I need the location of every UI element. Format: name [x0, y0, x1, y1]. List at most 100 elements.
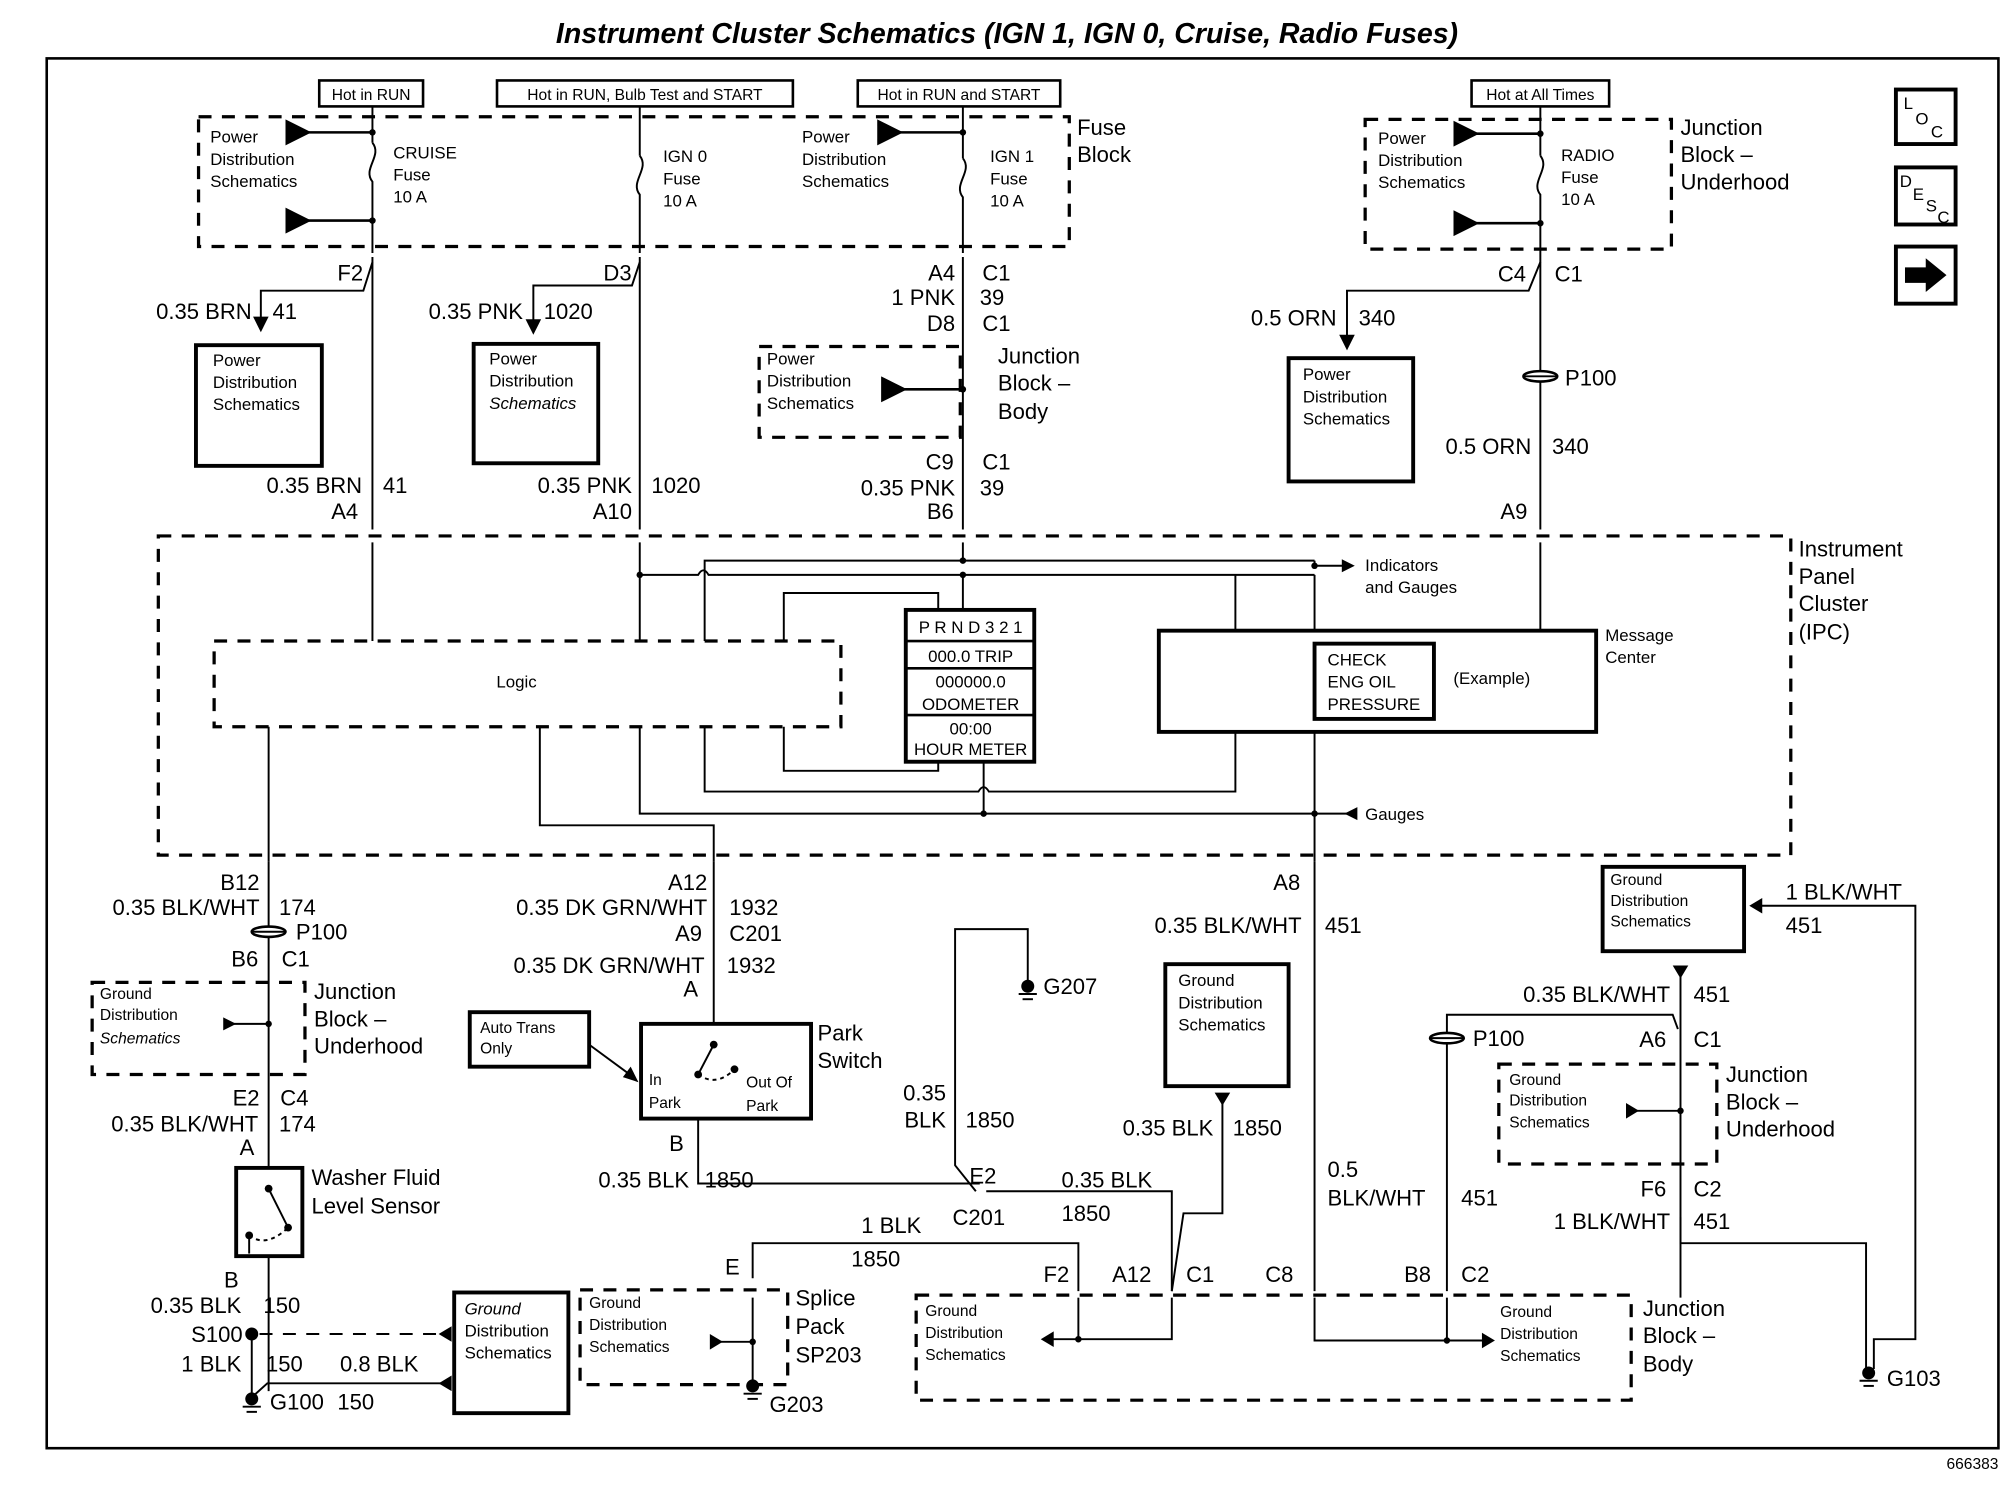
logic-block [212, 639, 843, 729]
message-line-1: CHECK [1328, 651, 1388, 670]
jbb2-term-b8: B8 [1404, 1262, 1431, 1287]
jb-body-bottom [914, 1293, 1633, 1402]
cruise-fuse-word: Fuse [393, 165, 430, 184]
c1020-term-a10: A10 [593, 499, 632, 524]
c201-wire-2: 0.35 BLK [1062, 1167, 1153, 1192]
pds-340-line1: Power [1303, 365, 1351, 384]
c41-term-f2: F2 [337, 260, 363, 285]
washer-wire-2: 0.35 BLK/WHT [111, 1112, 258, 1137]
message-line-2: ENG OIL [1328, 673, 1396, 692]
washer-num-1: 174 [279, 895, 316, 920]
c451-term-f6: F6 [1640, 1176, 1666, 1201]
gds-sp203-line2: Distribution [589, 1317, 667, 1334]
circuit-451-wiring [1313, 861, 1917, 1370]
washer-conn-c1: C1 [282, 947, 310, 972]
park-switch-label-2: Switch [818, 1048, 883, 1073]
c340-num-2: 340 [1552, 434, 1589, 459]
right-arrow-icon [1904, 258, 1947, 292]
c451-wire-5: 0.35 BLK/WHT [1523, 982, 1670, 1007]
message-line-3: PRESSURE [1328, 695, 1421, 714]
jbb2-conn-c8: C8 [1265, 1262, 1293, 1287]
g207-num-1: 1850 [965, 1108, 1014, 1133]
washer-sensor-label-2: Level Sensor [311, 1193, 440, 1218]
c1020-wire-color-2: 0.35 PNK [538, 473, 633, 498]
gds-sp203-line3: Schematics [589, 1339, 670, 1356]
washer-num-5: 150 [337, 1389, 374, 1414]
next-button[interactable] [1893, 244, 1958, 306]
radio-jb-label-3: Underhood [1680, 169, 1789, 194]
pds-box-340 [1286, 356, 1416, 484]
gds-jbu1-line1: Ground [100, 986, 152, 1003]
out-park-label-1: Out Of [746, 1074, 793, 1091]
gds1850-wire: 0.35 BLK [1123, 1115, 1214, 1140]
ground-g100 [242, 1392, 261, 1413]
pds-41-line3: Schematics [213, 395, 300, 414]
gds-jbb2a-line1: Ground [925, 1303, 977, 1320]
pds-fb2-line1: Power [802, 128, 850, 147]
c340-splice-p100: P100 [1565, 365, 1617, 390]
ign1-fuse [877, 106, 967, 254]
jb-body-top [757, 344, 962, 439]
c1020-term-d3: D3 [603, 260, 631, 285]
washer-jb-label-2: Block – [314, 1006, 387, 1031]
ign1-fuse-name: IGN 1 [990, 147, 1034, 166]
gds-jbu1-line3: Schematics [100, 1030, 181, 1047]
jb-underhood-washer [90, 980, 307, 1077]
ign0-fuse-rating: 10 A [663, 191, 698, 210]
diagram-title: Instrument Cluster Schematics (IGN 1, IG… [556, 18, 1458, 50]
pds-jbb-line1: Power [767, 350, 815, 369]
c39-term-b6: B6 [927, 499, 954, 524]
loc-button[interactable]: L O C [1893, 87, 1958, 146]
gds-box-1850 [1163, 962, 1291, 1089]
gds-451-line3: Schematics [1610, 914, 1691, 931]
cruise-fuse-rating: 10 A [393, 187, 428, 206]
desc-letter-c: C [1937, 208, 1949, 227]
c451-num-6: 451 [1693, 1209, 1730, 1234]
sp203-term-e: E [725, 1254, 740, 1279]
c451-wire-1: 0.35 BLK/WHT [1155, 913, 1302, 938]
pds-rb-line2: Distribution [1378, 151, 1462, 170]
g207-wire-1b: BLK [904, 1108, 946, 1133]
ground-g103-label: G103 [1887, 1366, 1941, 1391]
gds-g100-line3: Schematics [465, 1344, 552, 1363]
washer-num-2: 174 [279, 1112, 316, 1137]
radio-junction-block [1363, 117, 1674, 251]
park-num-2: 1932 [727, 953, 776, 978]
park-wire-1: 0.35 DK GRN/WHT [516, 895, 707, 920]
ipc-label-2: Panel [1799, 564, 1855, 589]
auto-trans-note [467, 1010, 592, 1069]
c1020-num-2: 1020 [651, 473, 700, 498]
fuse-block [196, 115, 1071, 249]
radio-jb-label-2: Block – [1680, 142, 1753, 167]
washer-splice-p100: P100 [296, 920, 348, 945]
washer-num-4: 150 [266, 1352, 303, 1377]
hour-meter-label: HOUR METER [914, 740, 1027, 759]
loc-letter-c: C [1931, 123, 1943, 142]
ipc-label-1: Instrument [1799, 537, 1903, 562]
c451-jb-label-1: Junction [1726, 1062, 1808, 1087]
c39-num-1: 39 [980, 285, 1005, 310]
washer-fluid-sensor [234, 1165, 305, 1259]
figure-id: 666383 [1946, 1456, 1998, 1473]
desc-letter-d: D [1900, 172, 1912, 191]
c451-conn-c2: C2 [1693, 1176, 1721, 1201]
pds-jbb-line3: Schematics [767, 394, 854, 413]
washer-jb-label-1: Junction [314, 979, 396, 1004]
c39-wire-035pnk: 0.35 PNK [861, 476, 956, 501]
c41-wire-color-1: 0.35 BRN [156, 299, 252, 324]
c39-conn-c1a: C1 [982, 260, 1010, 285]
circuit-340-wiring [1339, 256, 1559, 530]
c451-jb-label-2: Block – [1726, 1090, 1799, 1115]
ipc-internal-wiring [267, 542, 1542, 862]
c451-num-4: 451 [1786, 913, 1823, 938]
out-park-label-2: Park [746, 1098, 778, 1115]
washer-wire-1: 0.35 BLK/WHT [113, 895, 260, 920]
park-num-3: 1850 [705, 1167, 754, 1192]
washer-term-e2: E2 [233, 1086, 260, 1111]
loc-letter-l: L [1904, 94, 1913, 113]
message-center-label-1: Message [1605, 626, 1673, 645]
ground-g207 [1018, 979, 1037, 1001]
park-switch-label-1: Park [818, 1021, 864, 1046]
indicators-label-2: and Gauges [1365, 578, 1457, 597]
desc-button[interactable]: D E S C [1893, 165, 1958, 227]
